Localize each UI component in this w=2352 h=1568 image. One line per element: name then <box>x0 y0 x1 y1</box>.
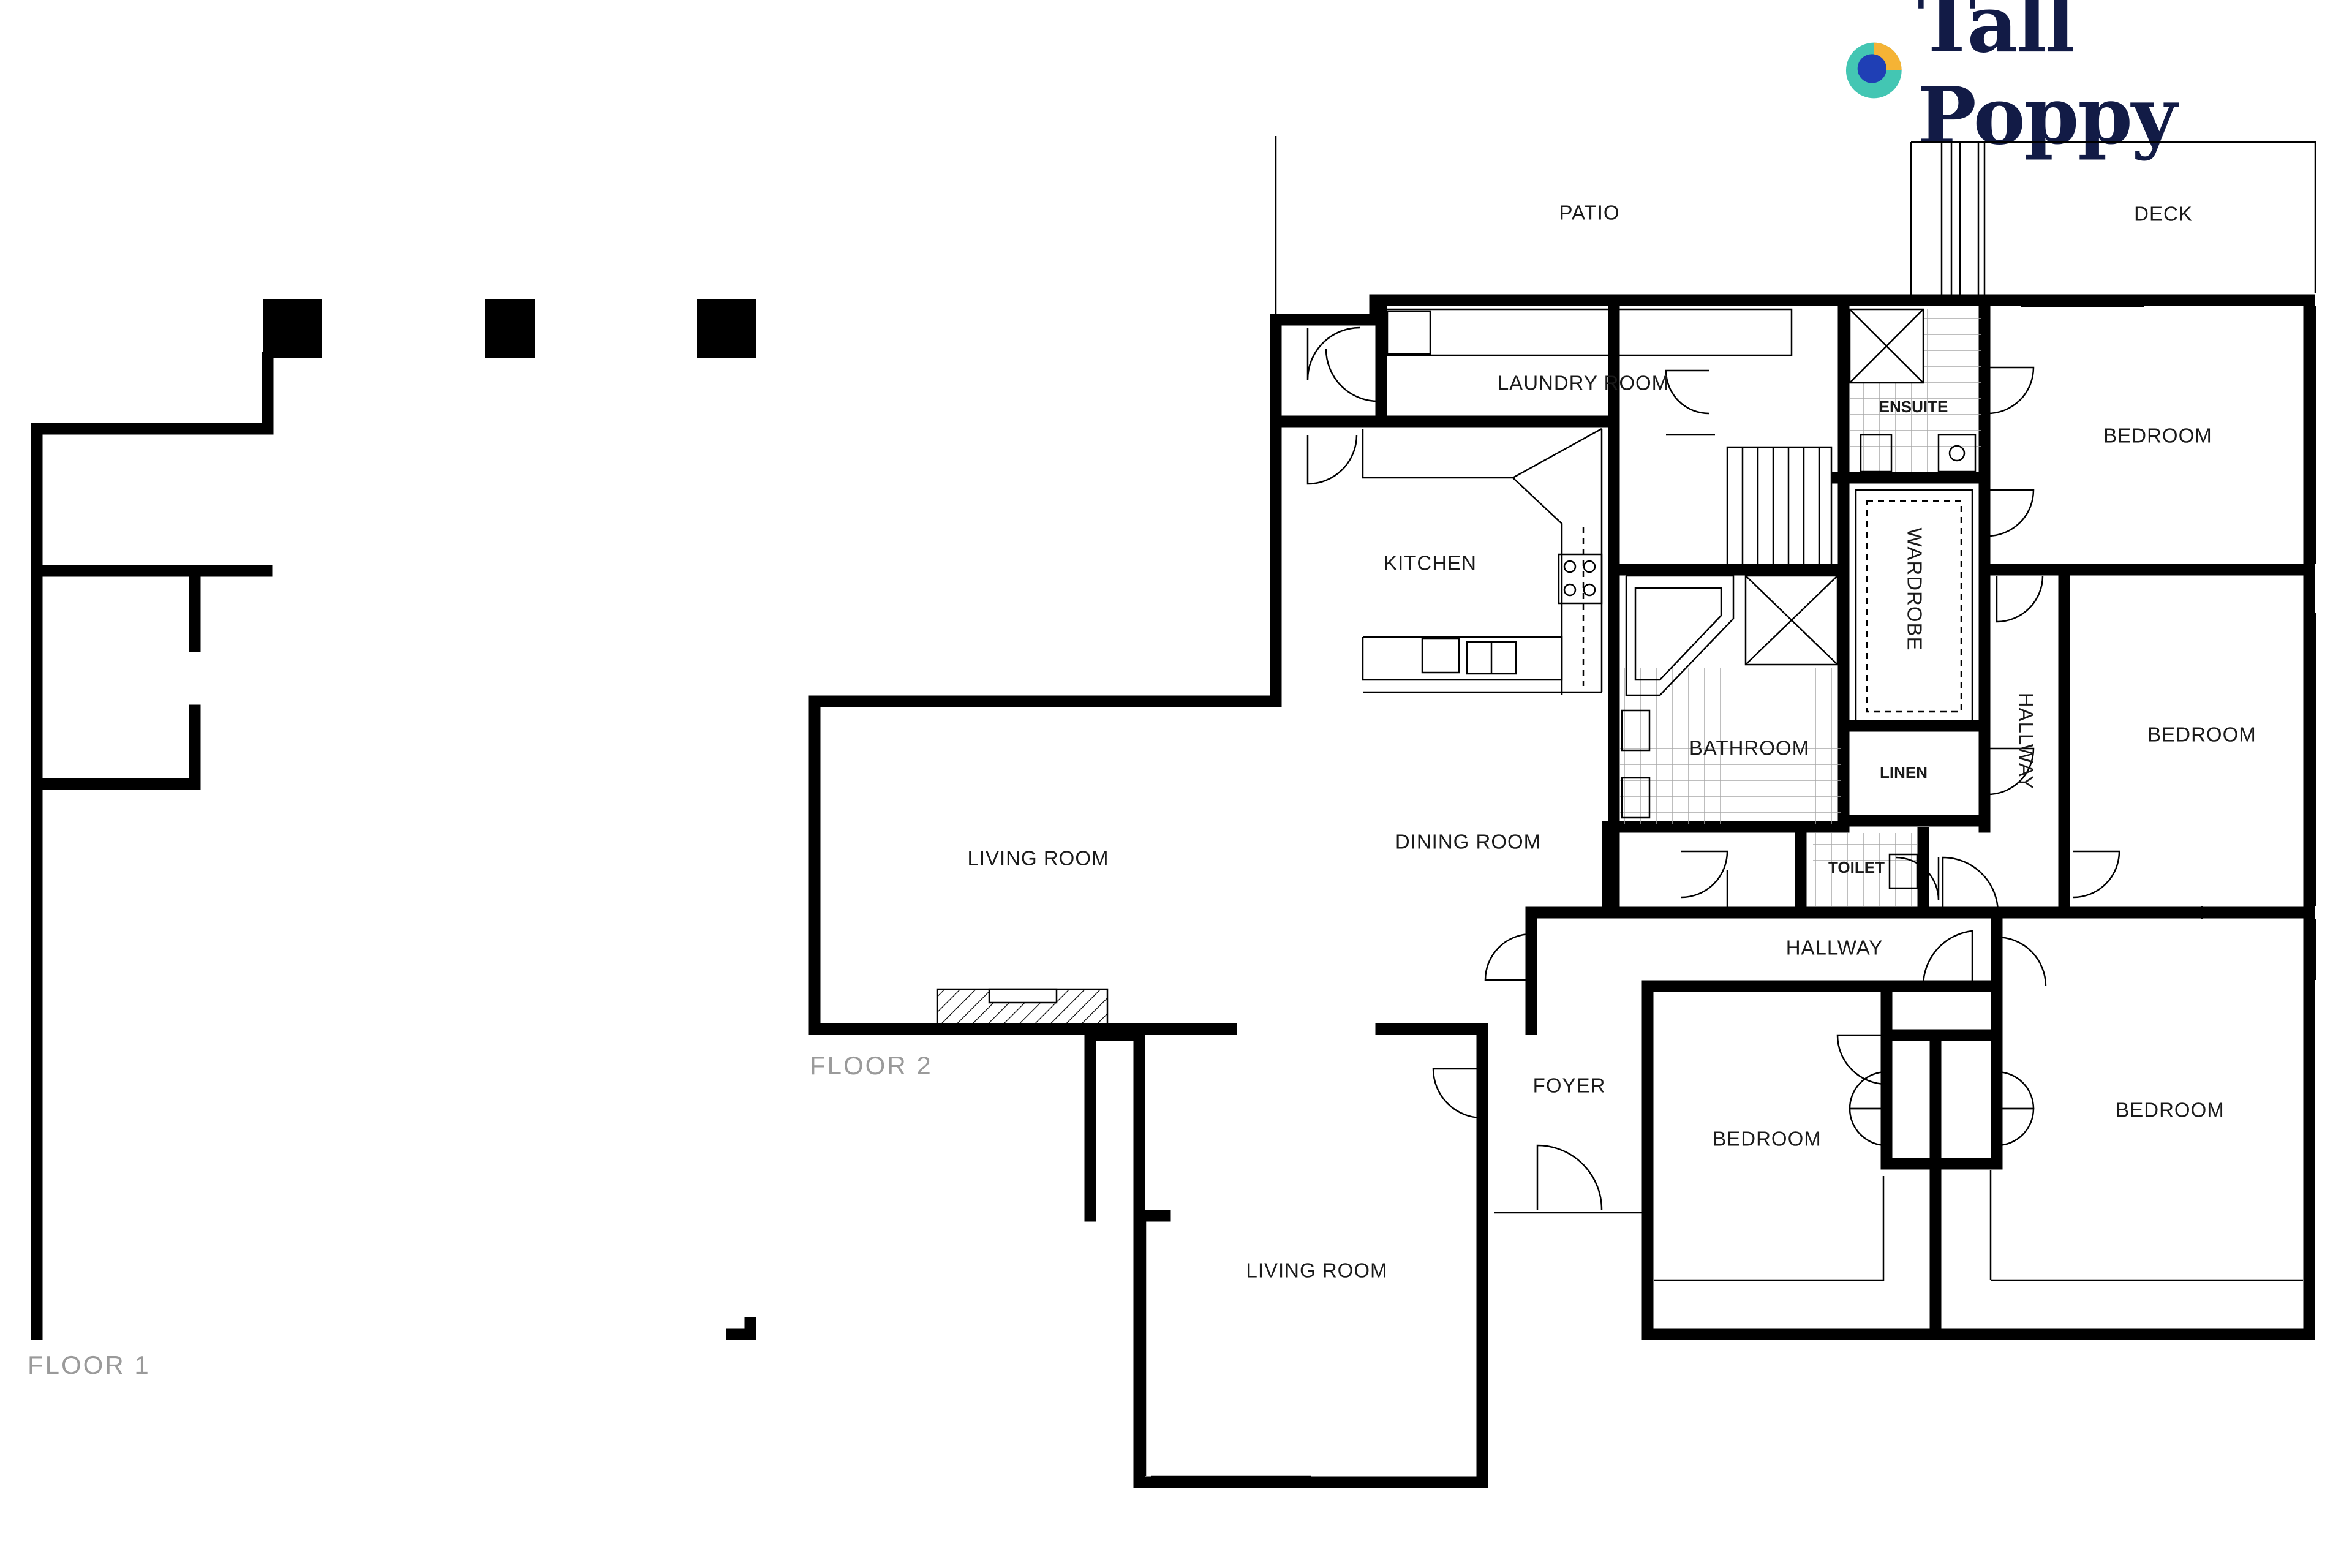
floor-1-label: FLOOR 1 <box>28 1351 151 1379</box>
toilet-label: TOILET <box>1828 858 1885 876</box>
stairs <box>1726 446 1833 571</box>
exterior-wall <box>1270 294 2315 1340</box>
exterior-wall <box>1133 1023 1488 1488</box>
sink-icon <box>1621 709 1651 752</box>
hallway-label: HALLWAY <box>1786 937 1883 959</box>
column <box>697 299 756 358</box>
toilet-icon <box>1860 434 1893 473</box>
column <box>485 299 535 358</box>
shower-icon <box>1744 575 1839 666</box>
hallway-vertical-label: HALLWAY <box>2015 693 2037 790</box>
doors <box>1306 326 2120 1210</box>
floor-1-wall <box>31 352 274 1340</box>
kitchen-label: KITCHEN <box>1384 552 1477 575</box>
closet <box>1654 1176 1885 1281</box>
poppy-logo-icon <box>1845 42 1902 99</box>
floor-2-plan: PATIO DECK LAUNDRY ROOM ENSUITE BEDROOM … <box>809 136 2316 1488</box>
bathroom-label: BATHROOM <box>1689 737 1809 760</box>
kitchen-counter <box>1512 428 1602 479</box>
bedroom-label: BEDROOM <box>2116 1099 2225 1121</box>
interior-wall <box>1608 815 1850 833</box>
dining-room-label: DINING ROOM <box>1395 831 1541 853</box>
deck-label: DECK <box>2134 203 2193 225</box>
laundry-room-label: LAUNDRY ROOM <box>1498 372 1669 394</box>
linen-label: LINEN <box>1880 763 1928 782</box>
bedroom-label: BEDROOM <box>1713 1128 1822 1150</box>
ensuite-label: ENSUITE <box>1879 398 1948 416</box>
column <box>263 299 322 358</box>
bedroom-label: BEDROOM <box>2103 424 2212 447</box>
exterior-wall <box>809 423 1282 1035</box>
floor-1-wall <box>31 704 201 790</box>
bathtub-icon <box>1625 575 1735 696</box>
wardrobe <box>1855 489 1973 724</box>
dishwasher <box>1421 638 1460 674</box>
wardrobe-label: WARDROBE <box>1903 527 1926 650</box>
floor-1-wall <box>726 1317 756 1340</box>
kitchen-counter <box>1362 636 1563 681</box>
stove-icon <box>1558 553 1603 605</box>
toilet-floor <box>1813 833 1917 907</box>
foyer-label: FOYER <box>1533 1074 1606 1097</box>
bedroom-label: BEDROOM <box>2147 723 2256 746</box>
deck-edge <box>1911 141 2316 293</box>
patio-label: PATIO <box>1559 202 1619 224</box>
laundry-counter <box>1384 308 1793 356</box>
living-room-label: LIVING ROOM <box>1246 1259 1387 1282</box>
toilet-icon <box>1888 853 1918 889</box>
laundry-wall <box>1270 314 1617 428</box>
living-room-label: LIVING ROOM <box>967 847 1109 870</box>
interior-wall <box>1880 980 2003 1170</box>
floor-2-label: FLOOR 2 <box>810 1051 933 1080</box>
floor-1-plan: FLOOR 1 <box>28 299 756 1379</box>
laundry-sink <box>1386 310 1431 355</box>
sink-icon <box>1621 777 1651 819</box>
exterior-wall <box>1084 1029 1145 1222</box>
bathroom-floor <box>1620 668 1841 824</box>
